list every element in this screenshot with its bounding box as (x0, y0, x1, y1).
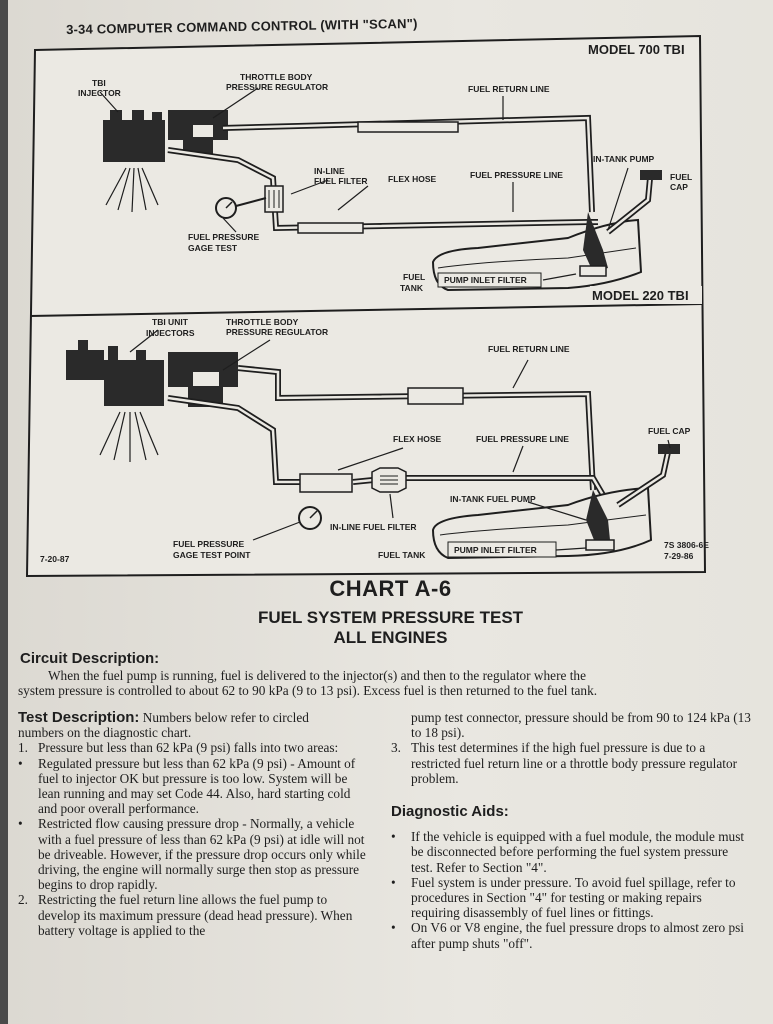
diagram-divider (29, 303, 703, 317)
label-return-line-700: FUEL RETURN LINE (468, 84, 550, 94)
manual-page: 3-34 COMPUTER COMMAND CONTROL (WITH "SCA… (8, 0, 773, 1024)
test-item-3: 3.This test determines if the high fuel … (391, 740, 738, 786)
aids-heading: Diagnostic Aids: (391, 803, 509, 821)
label-fuel-cap-220: FUEL CAP (648, 426, 691, 436)
flex-hose-return-220 (407, 387, 464, 405)
right-column: pump test connector, pressure should be … (391, 710, 751, 951)
flex-hose-pressure-700 (297, 222, 364, 234)
test-bullet-2: •Restricted flow causing pressure drop -… (18, 816, 366, 893)
label-flex-hose-220: FLEX HOSE (393, 434, 442, 444)
label-inline-filter-700-1: IN-LINE (314, 166, 345, 176)
label-gage-700-1: FUEL PRESSURE (188, 232, 259, 242)
label-date-left: 7-20-87 (40, 554, 70, 564)
label-regulator-220-1: THROTTLE BODY (226, 317, 299, 327)
circuit-description: When the fuel pump is running, fuel is d… (18, 668, 763, 698)
label-regulator-220-2: PRESSURE REGULATOR (226, 327, 328, 337)
test-description-column: Test Description: Numbers below refer to… (18, 710, 370, 938)
label-fuel-cap-700-2: CAP (670, 182, 688, 192)
in-tank-pump-220 (586, 490, 610, 545)
injector-spray-220 (99, 411, 159, 462)
label-fuel-tank-220: FUEL TANK (378, 550, 426, 560)
label-ref-date: 7-29-86 (664, 551, 694, 561)
label-in-tank-pump-220: IN-TANK FUEL PUMP (450, 494, 536, 504)
test-intro-2: numbers on the diagnostic chart. (18, 725, 192, 741)
label-gage-700-2: GAGE TEST (188, 243, 238, 253)
label-fuel-tank-700-1: FUEL (403, 272, 425, 282)
test-heading: Test Description: (18, 709, 140, 726)
injector-spray-700 (105, 167, 159, 213)
diagram-frame (25, 34, 707, 578)
label-pump-inlet-filter-220: PUMP INLET FILTER (454, 545, 537, 555)
label-pressure-line-220: FUEL PRESSURE LINE (476, 434, 569, 444)
chart-title: CHART A-6 (329, 576, 452, 601)
label-flex-hose-700: FLEX HOSE (388, 174, 437, 184)
test-bullet-1: •Regulated pressure but less than 62 kPa… (18, 755, 356, 817)
model-220-title-bg (590, 286, 702, 304)
circuit-line-1: When the fuel pump is running, fuel is d… (48, 668, 586, 683)
label-regulator-700-2: PRESSURE REGULATOR (226, 82, 328, 92)
tbi-unit-body (104, 360, 164, 406)
flex-hose-pressure-220 (299, 473, 353, 493)
chart-subtitle-1: FUEL SYSTEM PRESSURE TEST (257, 608, 524, 627)
label-tbi-unit-220-2: INJECTORS (146, 328, 195, 338)
test-item-2-continued: pump test connector, pressure should be … (411, 710, 751, 741)
label-tbi-700-1: TBI (92, 78, 106, 88)
fuel-cap-220 (658, 444, 680, 454)
label-in-tank-pump-700: IN-TANK PUMP (593, 154, 655, 164)
label-tbi-700-2: INJECTOR (78, 88, 121, 98)
tbi-unit-left (66, 350, 104, 380)
fuel-cap-700 (640, 170, 662, 180)
chart-subtitle-2: ALL ENGINES (333, 628, 448, 647)
label-inline-filter-220: IN-LINE FUEL FILTER (330, 522, 417, 532)
label-ref-number: 7S 3806-6E (664, 540, 709, 550)
label-return-line-220: FUEL RETURN LINE (488, 344, 570, 354)
label-gage-220-1: FUEL PRESSURE (173, 539, 244, 549)
test-item-2: 2.Restricting the fuel return line allow… (18, 892, 353, 938)
label-fuel-tank-700-2: TANK (400, 283, 424, 293)
label-fuel-cap-700-1: FUEL (670, 172, 692, 182)
aids-bullet-3: •On V6 or V8 engine, the fuel pressure d… (391, 920, 744, 951)
label-regulator-700-1: THROTTLE BODY (240, 72, 313, 82)
pump-inlet-filter-box-700 (437, 272, 542, 288)
model-700-title: MODEL 700 TBI (588, 42, 685, 57)
aids-bullet-2: •Fuel system is under pressure. To avoid… (391, 874, 736, 921)
pump-inlet-filter-box-220 (447, 541, 557, 558)
model-220-title: MODEL 220 TBI (592, 288, 689, 303)
tbi-injector-body (103, 120, 165, 162)
flex-hose-return-700 (357, 121, 459, 133)
fuel-system-diagrams: TBI INJECTOR THROTTLE BODY PRESSURE REGU… (25, 34, 709, 578)
label-gage-220-2: GAGE TEST POINT (173, 550, 251, 560)
circuit-line-2: system pressure is controlled to about 6… (18, 683, 598, 699)
test-intro-1: Numbers below refer to circled (142, 710, 309, 725)
label-tbi-unit-220-1: TBI UNIT (152, 317, 189, 327)
in-tank-pump-700 (583, 212, 608, 272)
label-inline-filter-700-2: FUEL FILTER (314, 176, 368, 186)
circuit-heading: Circuit Description: (20, 650, 160, 667)
label-pressure-line-700: FUEL PRESSURE LINE (470, 170, 563, 180)
label-pump-inlet-filter-700: PUMP INLET FILTER (444, 275, 527, 285)
aids-bullet-1: •If the vehicle is equipped with a fuel … (391, 829, 745, 875)
diagram-220: MODEL 220 TBI (40, 286, 709, 564)
diagram-700: TBI INJECTOR THROTTLE BODY PRESSURE REGU… (78, 42, 692, 293)
test-item-1: 1.Pressure but less than 62 kPa (9 psi) … (18, 740, 339, 756)
